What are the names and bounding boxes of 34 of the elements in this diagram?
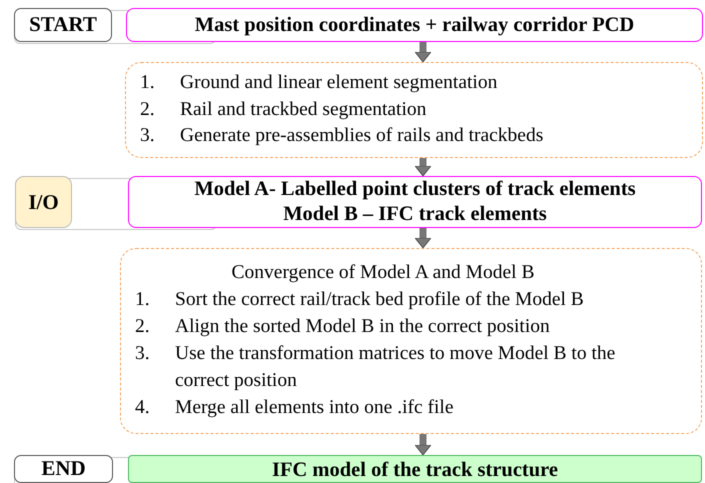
step-text: Align the sorted Model B in the correct position — [175, 315, 550, 340]
box-text: IFC model of the track structure — [272, 458, 558, 483]
block-arrow — [414, 228, 432, 248]
result-box — [128, 455, 702, 483]
io-tag — [15, 176, 72, 228]
block-arrow — [414, 158, 432, 176]
step-number: 1. — [140, 70, 156, 95]
step-number: 4. — [135, 396, 151, 420]
block-arrow — [414, 434, 432, 456]
step-number: 3. — [140, 124, 156, 148]
step-text: Merge all elements into one .ifc file — [175, 396, 454, 420]
step-text: Use the transformation matrices to move Model B to the correct position — [175, 342, 616, 393]
process-box — [125, 62, 703, 158]
process-box — [120, 248, 702, 434]
box-heading: Convergence of Model A and Model B — [230, 261, 536, 286]
box-text: END — [41, 456, 86, 482]
step-text: Ground and linear element segmentation — [180, 70, 498, 95]
step-text: Sort the correct rail/track bed profile of the Model B — [175, 288, 584, 312]
block-arrow — [414, 42, 432, 62]
step-number: 2. — [135, 315, 151, 340]
box-text: Mast position coordinates + railway corridor PCD — [194, 12, 634, 38]
step-number: 1. — [135, 288, 151, 312]
terminal-box — [14, 8, 112, 42]
box-text: START — [29, 12, 97, 38]
box-text: Model B – IFC track elements — [283, 202, 547, 227]
data-box — [128, 176, 702, 228]
box-text: Model A- Labelled point clusters of track elements — [194, 177, 636, 202]
box-text: I/O — [28, 190, 59, 214]
data-box — [126, 8, 703, 42]
step-text: Rail and trackbed segmentation — [180, 98, 426, 122]
step-number: 3. — [135, 342, 151, 366]
step-text: Generate pre-assemblies of rails and trackbeds — [180, 124, 544, 148]
step-number: 2. — [140, 98, 156, 122]
terminal-box — [14, 455, 113, 483]
